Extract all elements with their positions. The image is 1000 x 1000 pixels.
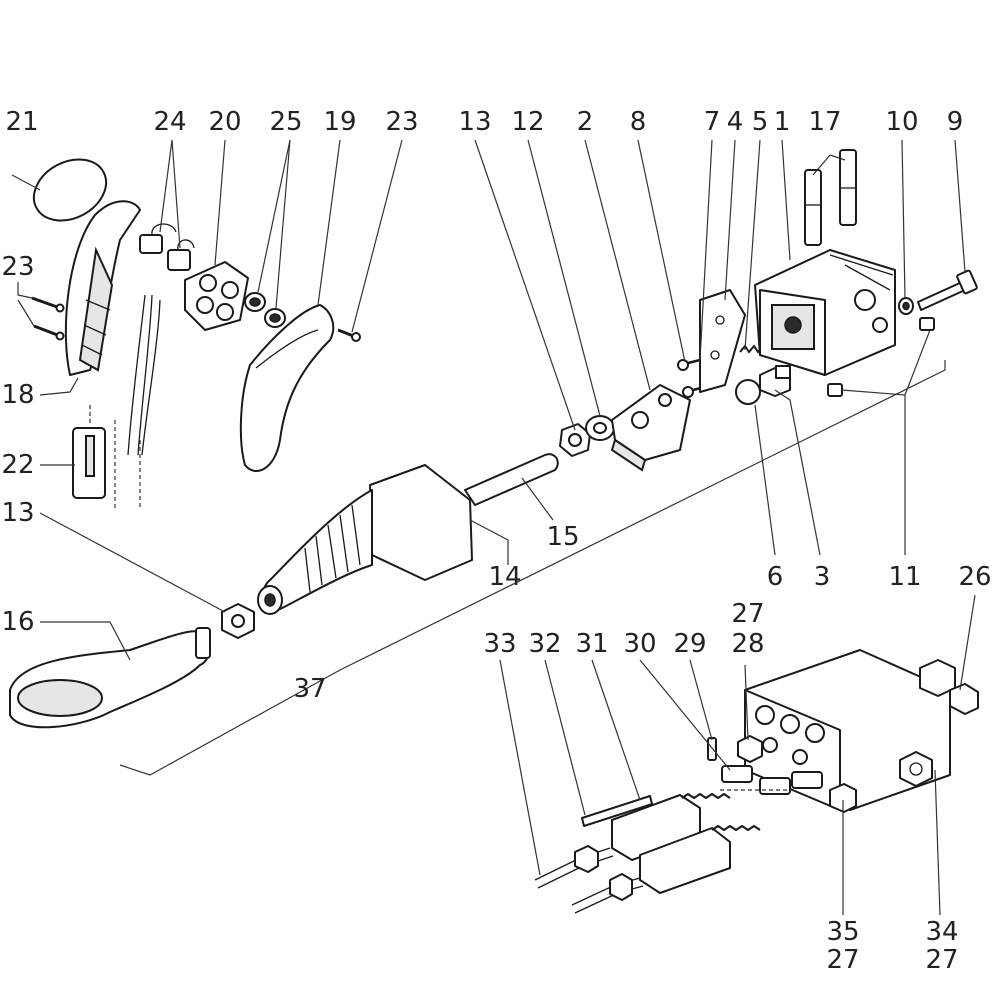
callout-17: 17 bbox=[808, 107, 841, 137]
callout-7: 7 bbox=[704, 107, 721, 137]
callout-14: 14 bbox=[488, 562, 521, 592]
leader-lines bbox=[11, 139, 976, 916]
callout-23-left: 23 bbox=[1, 252, 34, 282]
callout-27-top: 27 bbox=[731, 599, 764, 629]
callout-27-bottom-left: 27 bbox=[826, 945, 859, 975]
part-9-bolt bbox=[917, 269, 978, 311]
part-23-screws-left bbox=[31, 296, 65, 341]
callout-13-left: 13 bbox=[1, 498, 34, 528]
part-23-screw-top bbox=[337, 328, 361, 342]
callout-35: 35 bbox=[826, 917, 859, 947]
part-14-bellows bbox=[257, 464, 473, 615]
part-7-plate bbox=[699, 289, 746, 393]
part-22-clip bbox=[72, 405, 106, 499]
callout-37: 37 bbox=[293, 674, 326, 704]
callout-12: 12 bbox=[511, 107, 544, 137]
part-20-seal-block bbox=[184, 261, 249, 331]
part-11-nuts bbox=[827, 317, 935, 397]
part-21-oval-cap bbox=[32, 158, 108, 222]
wire-bundle bbox=[114, 294, 161, 510]
callout-21: 21 bbox=[5, 107, 38, 137]
callout-23-top: 23 bbox=[385, 107, 418, 137]
part-28-fitting bbox=[737, 735, 763, 763]
callout-20: 20 bbox=[208, 107, 241, 137]
callout-2: 2 bbox=[577, 107, 594, 137]
part-1-housing bbox=[754, 249, 896, 376]
callout-19: 19 bbox=[323, 107, 356, 137]
callout-31: 31 bbox=[575, 629, 608, 659]
callout-26: 26 bbox=[958, 562, 991, 592]
callout-27-bottom-right: 27 bbox=[925, 945, 958, 975]
callout-22: 22 bbox=[1, 450, 34, 480]
part-33-cable bbox=[534, 845, 644, 914]
part-3-connector bbox=[759, 365, 791, 397]
callout-5: 5 bbox=[752, 107, 769, 137]
part-17-pins bbox=[804, 149, 857, 246]
part-32-rod bbox=[581, 795, 653, 827]
callout-29: 29 bbox=[673, 629, 706, 659]
callout-16: 16 bbox=[1, 607, 34, 637]
part-24-switch bbox=[139, 223, 195, 271]
callout-6: 6 bbox=[767, 562, 784, 592]
callout-10: 10 bbox=[885, 107, 918, 137]
part-12-washer bbox=[585, 415, 615, 441]
part-31-cylinders bbox=[611, 792, 761, 894]
callout-33: 33 bbox=[483, 629, 516, 659]
callout-labels: 21 24 20 25 19 23 13 12 2 8 7 4 5 1 17 1… bbox=[1, 107, 991, 975]
part-18-handle-shell bbox=[64, 200, 141, 376]
part-16-knob bbox=[9, 627, 211, 729]
callout-28: 28 bbox=[731, 629, 764, 659]
part-13-nut-upper bbox=[559, 423, 591, 457]
part-6-plug bbox=[735, 379, 761, 405]
callout-34: 34 bbox=[925, 917, 958, 947]
callout-1: 1 bbox=[774, 107, 791, 137]
callout-4: 4 bbox=[727, 107, 744, 137]
part-2-bracket bbox=[610, 384, 691, 472]
callout-30: 30 bbox=[623, 629, 656, 659]
callout-25: 25 bbox=[269, 107, 302, 137]
callout-24: 24 bbox=[153, 107, 186, 137]
callout-9: 9 bbox=[947, 107, 964, 137]
callout-8: 8 bbox=[630, 107, 647, 137]
callout-15: 15 bbox=[546, 522, 579, 552]
part-19-grip-shell bbox=[239, 304, 335, 472]
callout-18: 18 bbox=[1, 380, 34, 410]
callout-3: 3 bbox=[814, 562, 831, 592]
part-34-fitting bbox=[899, 751, 933, 787]
callout-13-top: 13 bbox=[458, 107, 491, 137]
part-29-pin bbox=[707, 737, 717, 761]
part-13-nut-lower bbox=[221, 603, 255, 639]
callout-32: 32 bbox=[528, 629, 561, 659]
part-30-linkage bbox=[720, 765, 823, 795]
part-35-fitting bbox=[829, 783, 857, 813]
callout-11: 11 bbox=[888, 562, 921, 592]
part-10-washer bbox=[898, 297, 914, 315]
part-25-orings bbox=[244, 292, 286, 328]
part-15-shaft bbox=[464, 453, 559, 506]
